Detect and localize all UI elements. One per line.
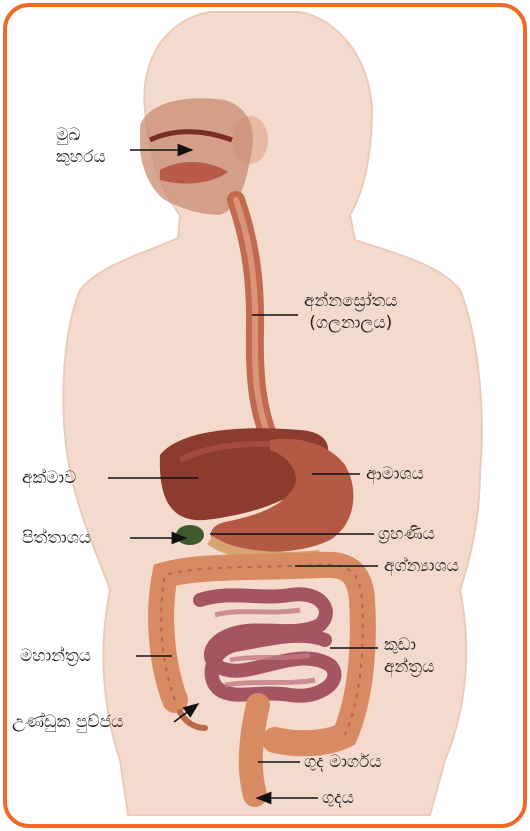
duodenum-label: ග්‍රහණිය [378, 523, 435, 545]
mouth-label-line2: කුහරය [56, 146, 106, 168]
pancreas-label: අග්න්‍යාශය [384, 555, 459, 577]
small-intestine-label: කුඩාඅන්ත්‍රය [384, 634, 434, 678]
mouth-label-line1: මුඛ [56, 124, 106, 146]
gallbladder [176, 525, 204, 545]
small-intestine-label-line1: කුඩා [384, 634, 434, 656]
gallbladder-label: පිත්තාශය [22, 527, 91, 549]
liver-label: අක්මාව [22, 467, 76, 489]
small-intestine-label-line2: අන්ත්‍රය [384, 656, 434, 678]
rectum [251, 705, 258, 795]
esophagus-label-line2: (ගලනාලය) [304, 312, 398, 334]
appendix-label: උණ්ඩුක පුච්ජය [12, 711, 123, 733]
stomach-label: ආමාශය [366, 463, 424, 485]
rectum-label: ගුද මාර්ගය [304, 751, 382, 773]
anus-label: ගුදය [322, 787, 354, 809]
esophagus-label-line1: අන්නස්‍රෝතය [304, 290, 398, 312]
esophagus-label: අන්නස්‍රෝතය(ගලනාලය) [304, 290, 398, 334]
large-intestine-label: මහාන්ත්‍රය [20, 645, 91, 667]
